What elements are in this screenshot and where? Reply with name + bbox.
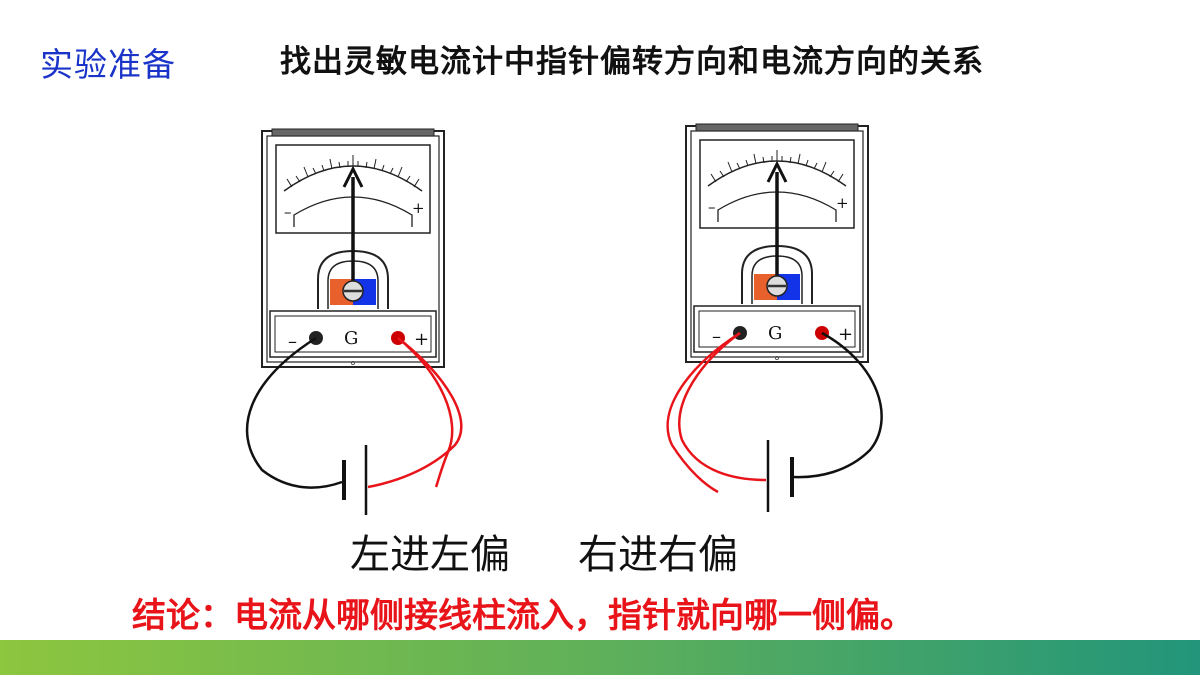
black-wire-left [245, 336, 343, 489]
conclusion-text: 结论：电流从哪侧接线柱流入，指针就向哪一侧偏。 [132, 596, 914, 636]
terminal-plus-label: + [414, 329, 429, 350]
section-label: 实验准备 [40, 45, 176, 84]
caption-left: 左进左偏 [350, 532, 510, 578]
black-wire-right [793, 331, 883, 479]
dial-plus-label: + [836, 194, 849, 212]
circuit-diagram: – + – G + [245, 123, 883, 515]
galvanometer-right: – + – G + [685, 123, 869, 363]
bottom-gradient-bar [0, 640, 1200, 675]
dial-minus-label: – [708, 198, 716, 216]
red-wire-right [666, 331, 741, 494]
terminal-minus-label: – [288, 331, 297, 352]
circuit-left [245, 336, 463, 515]
caption-right: 右进右偏 [578, 532, 738, 578]
terminal-minus-label: – [712, 326, 721, 347]
dial-minus-label: – [284, 203, 292, 221]
dial-plus-label: + [412, 199, 425, 217]
page-title: 找出灵敏电流计中指针偏转方向和电流方向的关系 [280, 44, 984, 80]
meter-letter: G [344, 328, 358, 349]
galvanometer-left: – + – G + [261, 128, 445, 368]
circuit-right [666, 331, 883, 512]
meter-letter: G [768, 323, 782, 344]
red-wire-left [367, 337, 463, 489]
terminal-plus-label: + [838, 324, 853, 345]
